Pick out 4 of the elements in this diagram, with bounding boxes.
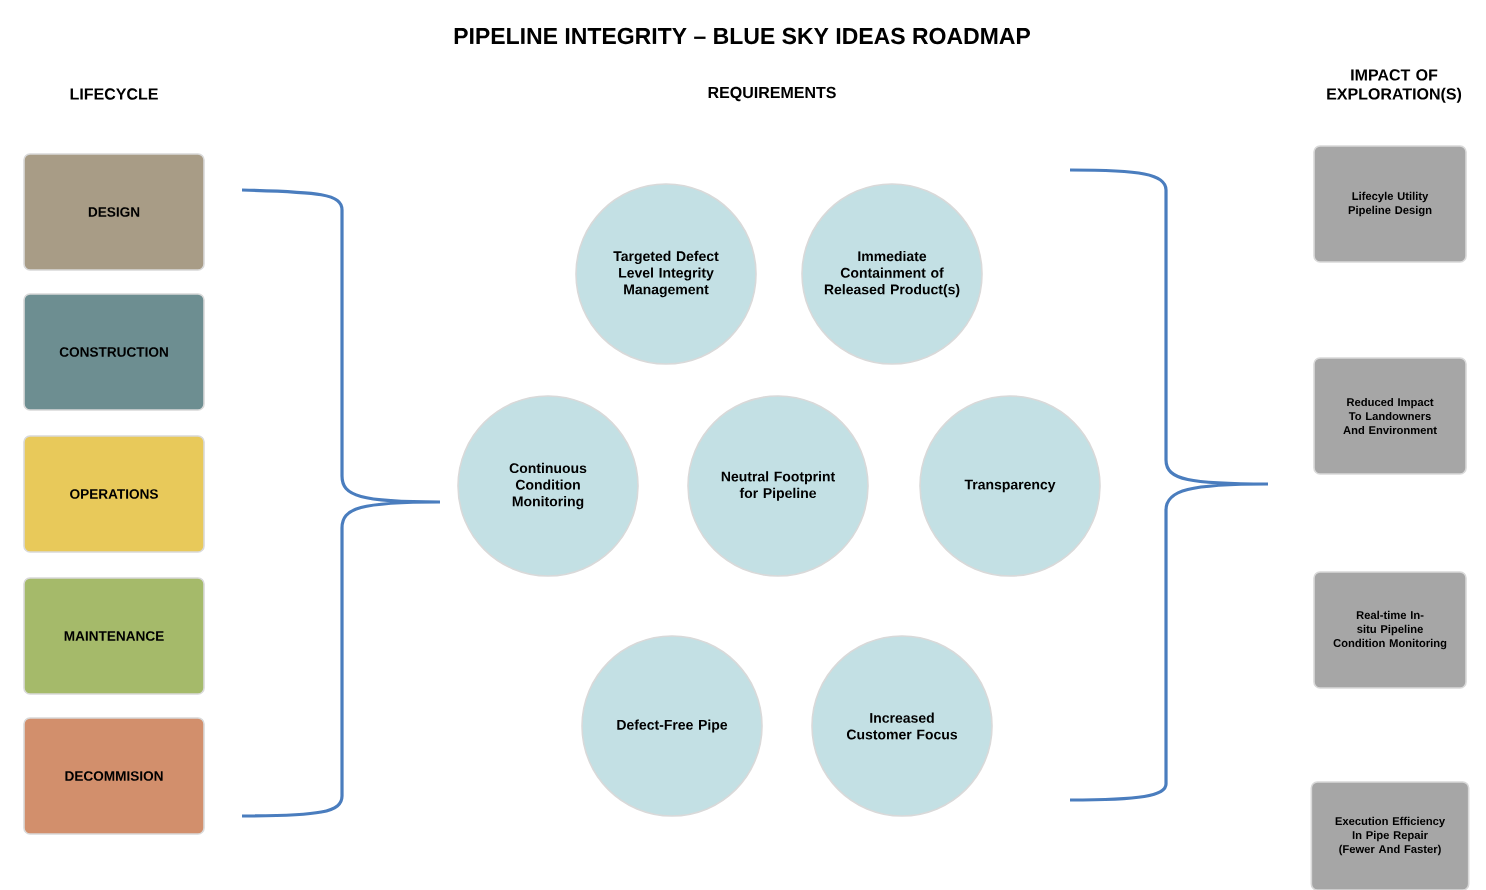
column-heading: REQUIREMENTS [708,86,836,102]
column-heading: LIFECYCLE [70,88,158,100]
column-heading: IMPACT OF EXPLORATION(S) [1327,69,1462,103]
title: PIPELINE INTEGRITY – BLUE SKY IDEAS ROADMAP [454,27,1030,45]
